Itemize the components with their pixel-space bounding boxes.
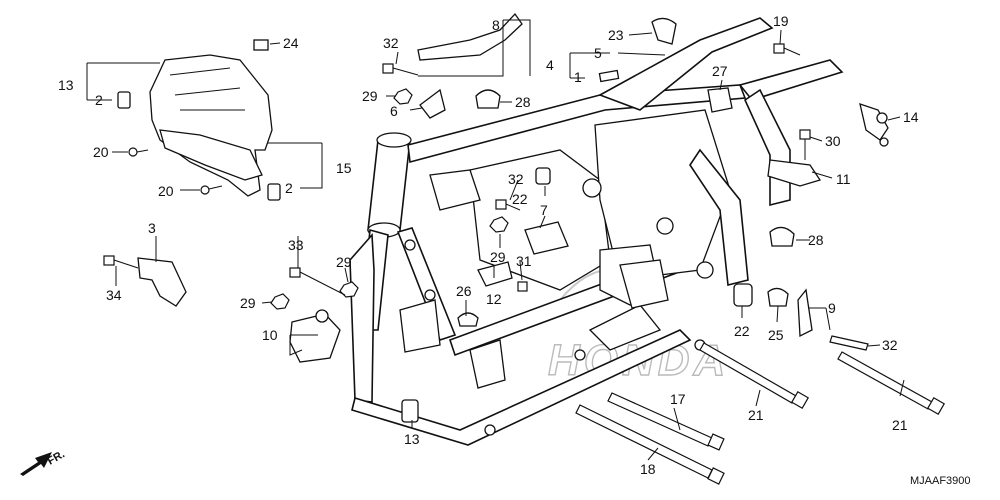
arrow-icon xyxy=(20,452,52,476)
callout-15: 13 xyxy=(58,77,74,93)
clamp-28-upper xyxy=(475,89,501,109)
callout-24: 24 xyxy=(283,35,299,51)
plate-7 xyxy=(524,221,569,255)
bracket-8 xyxy=(417,12,523,61)
nut-29-upper xyxy=(393,88,413,105)
collar-22-lower xyxy=(733,283,753,307)
callout-29-left: 29 xyxy=(240,295,256,311)
callout-21-left: 21 xyxy=(748,407,764,423)
fr-label: FR. xyxy=(46,448,67,467)
callout-2-lower: 2 xyxy=(285,180,293,196)
callout-6: 6 xyxy=(390,103,398,119)
callout-29-upper: 29 xyxy=(362,88,378,104)
diagram-code: MJAAF3900 xyxy=(910,475,971,487)
callout-12: 12 xyxy=(486,291,502,307)
frame-cover-assembly xyxy=(149,54,273,197)
callout-21-right: 21 xyxy=(892,417,908,433)
callout-20-upper: 20 xyxy=(93,144,109,160)
grommet-2-lower xyxy=(267,183,281,201)
callout-14: 14 xyxy=(903,109,919,125)
clamp-28-lower xyxy=(769,226,795,247)
callout-28-lower: 28 xyxy=(808,232,824,248)
callout-33: 33 xyxy=(288,237,304,253)
bolt-18 xyxy=(575,404,725,485)
nut-29-left xyxy=(270,293,290,310)
clamp-26 xyxy=(457,312,479,327)
callout-4: 4 xyxy=(546,57,554,73)
callout-10: 10 xyxy=(262,327,278,343)
callout-2-upper: 2 xyxy=(95,92,103,108)
callout-28-upper: 28 xyxy=(515,94,531,110)
bolt-34 xyxy=(103,255,139,269)
grommet-2-upper xyxy=(117,91,131,109)
leader-lines xyxy=(86,19,905,461)
clamp-23 xyxy=(651,17,677,45)
bracket-10 xyxy=(289,313,341,363)
callout-18: 18 xyxy=(640,461,656,477)
callout-23: 23 xyxy=(608,27,624,43)
clamp-25 xyxy=(767,287,789,307)
callout-31: 31 xyxy=(516,253,532,269)
collar-13 xyxy=(401,399,419,423)
collar-22-upper xyxy=(535,167,551,185)
bolt-32-center xyxy=(495,199,521,211)
bolt-32-upper xyxy=(382,63,419,76)
bolt-31 xyxy=(517,281,528,292)
holder-27 xyxy=(707,87,733,113)
screw-20-upper xyxy=(128,147,149,157)
callout-34: 34 xyxy=(106,287,122,303)
pad-1 xyxy=(598,69,620,83)
callout-13: 13 xyxy=(404,431,420,447)
callout-8: 8 xyxy=(492,17,500,33)
bracket-9 xyxy=(797,288,813,338)
stay-6 xyxy=(419,88,446,119)
lock-14 xyxy=(859,103,889,147)
callout-22-lower: 22 xyxy=(734,323,750,339)
callout-25: 25 xyxy=(768,327,784,343)
callout-11: 11 xyxy=(836,171,851,187)
callout-29-mid: 29 xyxy=(490,249,506,265)
nut-29-mid xyxy=(489,216,509,233)
front-direction-arrow: FR. xyxy=(20,448,67,476)
bolt-21-left xyxy=(699,342,810,410)
bolt-21-right xyxy=(837,351,946,416)
callout-17: 17 xyxy=(670,391,686,407)
bolt-30 xyxy=(799,129,811,160)
callout-30: 30 xyxy=(825,133,841,149)
bolt-17 xyxy=(607,392,725,451)
callout-3: 3 xyxy=(148,220,156,236)
clip-24 xyxy=(253,39,269,51)
callout-labels: 13 2 24 20 20 15 2 3 34 33 29 29 10 8 32… xyxy=(58,13,919,477)
callout-29-center: 29 xyxy=(336,254,352,270)
callout-32-center: 32 xyxy=(508,171,524,187)
callout-26: 26 xyxy=(456,283,472,299)
callout-7: 7 xyxy=(540,202,548,218)
callout-19: 19 xyxy=(773,13,789,29)
nut-29-center xyxy=(339,281,359,298)
callout-20-lower: 20 xyxy=(158,183,174,199)
bolt-33 xyxy=(289,267,346,296)
callout-32-upper: 32 xyxy=(383,35,399,51)
callout-1: 1 xyxy=(574,69,582,85)
callout-5: 5 xyxy=(594,45,602,61)
bolt-19 xyxy=(773,43,801,56)
bracket-12 xyxy=(477,261,513,287)
callout-27: 27 xyxy=(712,63,728,79)
callout-16: 15 xyxy=(336,160,352,176)
bracket-11 xyxy=(767,159,822,187)
callout-22-upper: 22 xyxy=(512,191,528,207)
callout-32-right: 32 xyxy=(882,337,898,353)
callout-9: 9 xyxy=(828,300,836,316)
screw-20-lower xyxy=(200,185,223,195)
bracket-3 xyxy=(137,257,187,307)
bolt-32-right xyxy=(829,335,869,351)
